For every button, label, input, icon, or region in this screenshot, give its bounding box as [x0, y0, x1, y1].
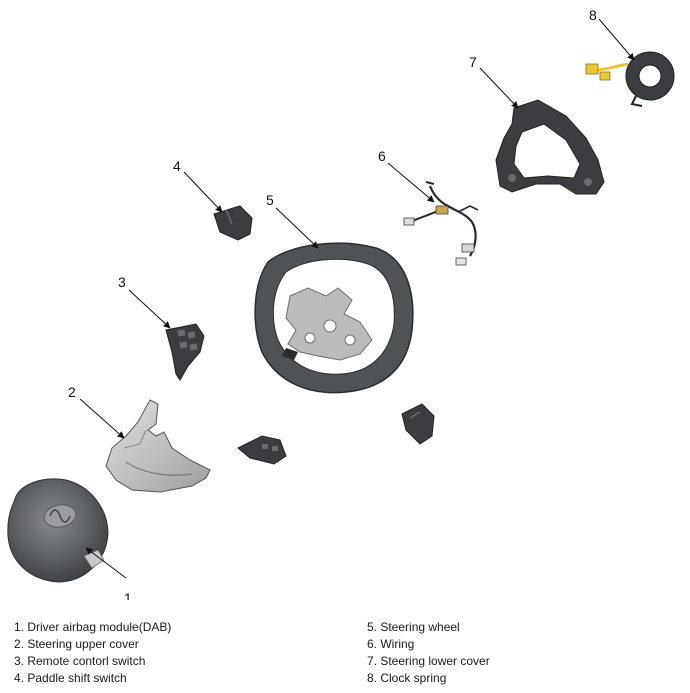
callout-8: 8: [589, 7, 635, 61]
steering-lower-cover: [495, 99, 605, 195]
clock-spring: [585, 51, 675, 107]
legend-item: 7. Steering lower cover: [367, 654, 490, 668]
callout-number: 7: [469, 54, 477, 70]
legend-item: 4. Paddle shift switch: [14, 671, 127, 685]
callout-number: 6: [378, 148, 386, 164]
parts-legend: 1. Driver airbag module(DAB) 2. Steering…: [14, 619, 684, 689]
callout-number: 3: [118, 274, 126, 290]
callout-4: 4: [173, 158, 223, 213]
callout-2: 2: [68, 384, 125, 439]
callout-5: 5: [266, 192, 319, 249]
paddle-shift-switch-right: [401, 403, 435, 445]
steering-wheel: [254, 242, 414, 394]
steering-upper-cover: [105, 399, 211, 493]
legend-item: 1. Driver airbag module(DAB): [14, 620, 172, 634]
wiring-harness: [403, 181, 479, 266]
legend-item: 5. Steering wheel: [367, 620, 460, 634]
callout-number: 5: [266, 192, 274, 208]
legend-item: 3. Remote contorl switch: [14, 654, 146, 668]
paddle-shift-switch: [213, 205, 253, 241]
callout-number: 8: [589, 7, 597, 23]
legend-column-left: 1. Driver airbag module(DAB) 2. Steering…: [14, 619, 171, 687]
exploded-parts-diagram: 1 2 3 4 5 6 7 8: [7, 7, 675, 600]
callout-number: 1: [124, 590, 132, 600]
callout-1: 1: [85, 547, 132, 600]
legend-item: 2. Steering upper cover: [14, 637, 139, 651]
callout-6: 6: [378, 148, 435, 203]
driver-airbag-module: [7, 478, 109, 583]
callout-number: 4: [173, 158, 181, 174]
legend-column-right: 5. Steering wheel 6. Wiring 7. Steering …: [367, 619, 490, 687]
callout-3: 3: [118, 274, 171, 329]
remote-control-switch: [165, 323, 205, 381]
remote-control-switch-right: [237, 435, 287, 465]
callout-7: 7: [469, 54, 519, 109]
legend-item: 6. Wiring: [367, 637, 415, 651]
legend-item: 8. Clock spring: [367, 671, 447, 685]
callout-number: 2: [68, 384, 76, 400]
